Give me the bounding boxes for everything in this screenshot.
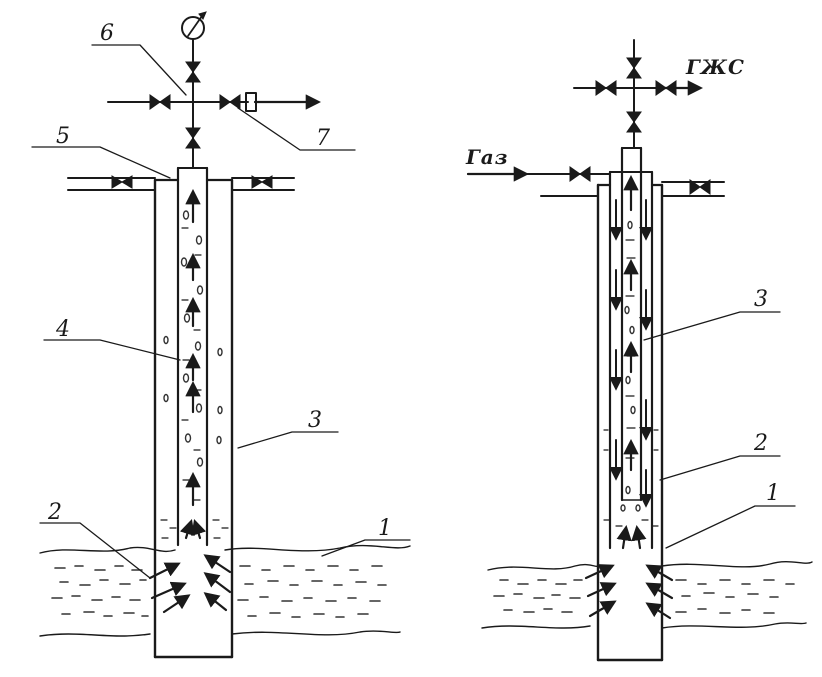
left-annulus-lines (67, 175, 295, 191)
left-tubing-flow (179, 188, 207, 540)
right-label-gas-in: Газ (465, 145, 509, 169)
left-label-5: 5 (56, 124, 70, 149)
right-valve-top (626, 57, 642, 79)
left-casing (153, 178, 234, 659)
left-water-strokes (51, 565, 387, 618)
left-formation (39, 544, 411, 637)
right-label-3: 3 (754, 287, 768, 312)
left-label-6: 6 (100, 21, 114, 46)
right-label-2: 2 (753, 431, 768, 456)
right-gas-down-flow (609, 199, 653, 508)
right-valve-left (595, 80, 617, 96)
right-wellhead (573, 39, 704, 149)
right-valve-gas (569, 166, 591, 182)
left-pressure-gauge (181, 16, 205, 40)
right-gas-inlet (466, 166, 611, 182)
left-valve-top (185, 61, 201, 83)
right-valve-right (655, 80, 677, 96)
right-annulus-lines (540, 179, 725, 197)
left-label-4: 4 (55, 317, 70, 342)
left-valve-right (219, 94, 241, 110)
left-label-2: 2 (47, 500, 62, 525)
right-label-gzhs-out: ГЖС (685, 55, 745, 79)
left-label-1: 1 (378, 516, 392, 541)
left-leaders (31, 44, 411, 579)
left-choke (245, 92, 257, 112)
left-valve-annulus-right (251, 175, 273, 189)
right-diagram: Газ ГЖС 3 2 1 (465, 39, 813, 662)
right-valve-annulus (689, 179, 711, 195)
left-diagram: 6 7 5 4 3 2 1 (31, 11, 411, 659)
right-casing (596, 183, 664, 662)
left-label-3: 3 (308, 408, 322, 433)
right-formation (481, 561, 813, 629)
right-valve-lower (626, 111, 642, 133)
left-valve-lower (185, 127, 201, 149)
left-valve-left (149, 94, 171, 110)
right-leaders (643, 311, 796, 549)
right-inflow-arrows (584, 564, 674, 620)
left-inflow-arrows (148, 554, 232, 614)
left-wellhead (107, 11, 322, 169)
left-valve-annulus-left (111, 175, 133, 189)
left-label-7: 7 (316, 126, 330, 151)
left-annulus-fluid (160, 335, 229, 539)
right-mixture-up-flow (603, 174, 659, 550)
right-label-1: 1 (766, 481, 780, 506)
